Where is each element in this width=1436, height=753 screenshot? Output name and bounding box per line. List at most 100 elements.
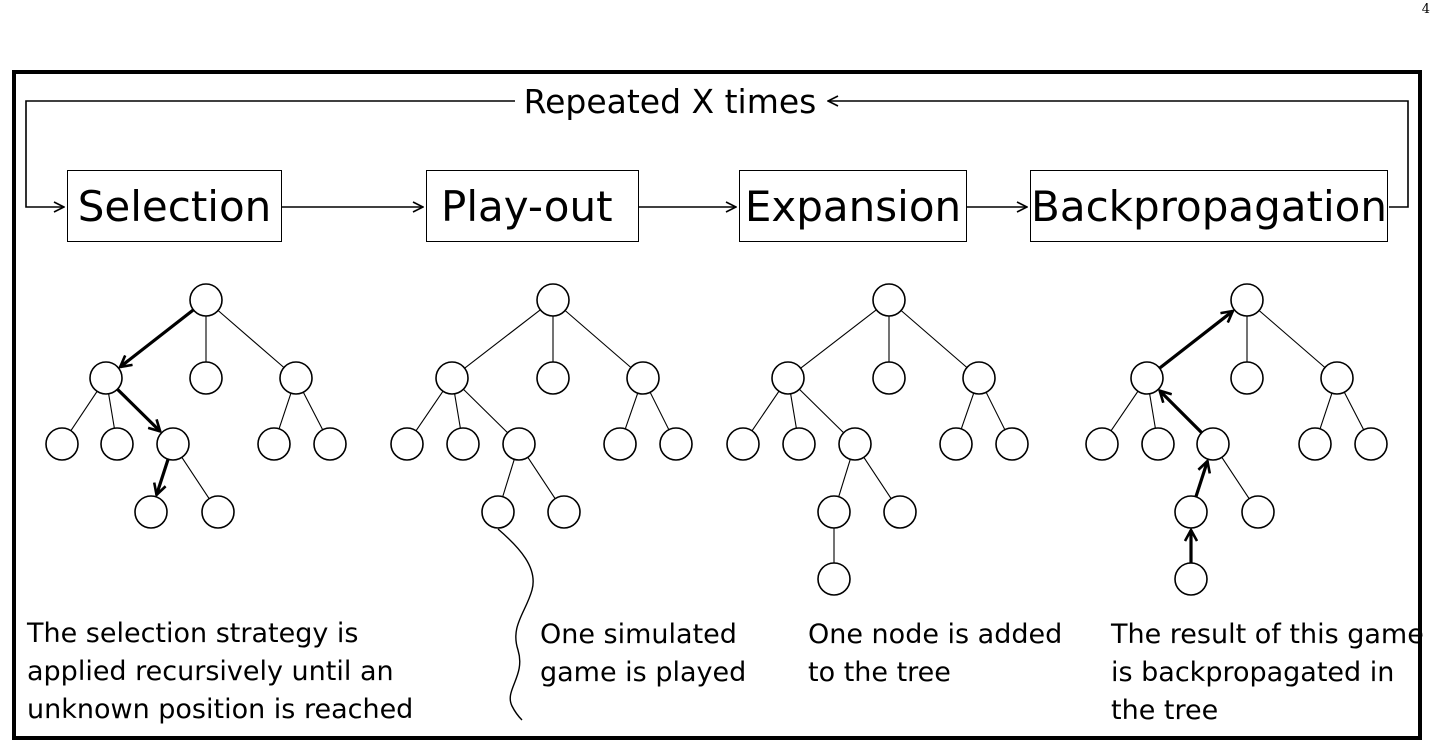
tree-selection-node (156, 427, 190, 461)
tree-expansion-edge (799, 388, 844, 434)
caption-playout-line-1: One simulated (540, 619, 737, 650)
tree-playout-node (547, 495, 581, 529)
tree-playout-node (481, 495, 515, 529)
tree-selection-edge (278, 393, 292, 429)
stage-playout: Play-out (426, 170, 639, 242)
tree-backpropagation-node (1320, 361, 1354, 395)
tree-playout-node (536, 283, 570, 317)
tree-expansion-node (872, 361, 906, 395)
tree-selection-path-arrow (116, 388, 160, 431)
tree-playout-node (659, 427, 693, 461)
tree-selection-edge (181, 457, 210, 499)
caption-selection-line-2: applied recursively until an (27, 656, 394, 687)
caption-backpropagation-line-1: The result of this game (1111, 619, 1424, 650)
tree-selection-path-arrow (120, 308, 195, 367)
tree-selection-edge (70, 391, 98, 431)
tree-selection-node (189, 283, 223, 317)
repeat-loop-connector (25, 100, 1409, 207)
tree-expansion-node (939, 427, 973, 461)
tree-playout-edge (624, 392, 639, 430)
tree-backpropagation-node (1130, 361, 1164, 395)
tree-expansion-edge (960, 392, 975, 430)
tree-expansion (726, 283, 1029, 596)
caption-playout-line-2: game is played (540, 657, 747, 688)
tree-backpropagation-node (1230, 283, 1264, 317)
tree-playout-edge (415, 390, 444, 432)
tree-expansion-node (782, 427, 816, 461)
tree-selection-node (100, 427, 134, 461)
loop-to-selection-arrow (25, 100, 515, 207)
tree-backpropagation-path-arrow (1160, 391, 1203, 434)
tree-expansion-edge (900, 310, 968, 368)
tree-playout-edge (454, 393, 461, 429)
tree-expansion-edge (751, 390, 780, 432)
tree-playout-node (536, 361, 570, 395)
tree-selection-edge (217, 310, 285, 368)
tree-expansion-node (817, 495, 851, 529)
tree-backpropagation-node (1241, 495, 1275, 529)
tree-expansion-node (872, 283, 906, 317)
caption-expansion-line-1: One node is added (808, 619, 1063, 650)
tree-expansion-node (962, 361, 996, 395)
tree-expansion-edge (838, 459, 851, 497)
caption-playout: One simulated game is played (540, 616, 746, 692)
tree-playout-edge (463, 388, 508, 434)
tree-backpropagation-node (1174, 495, 1208, 529)
tree-selection-node (257, 427, 291, 461)
tree-playout-edge (502, 459, 515, 497)
stage-selection: Selection (67, 170, 282, 242)
tree-backpropagation (1085, 283, 1388, 596)
tree-playout-edge (564, 310, 632, 368)
tree-backpropagation-node (1298, 427, 1332, 461)
tree-selection-node (189, 361, 223, 395)
tree-selection-node (201, 495, 235, 529)
tree-expansion-node (726, 427, 760, 461)
caption-selection: The selection strategy is applied recurs… (27, 615, 413, 729)
tree-expansion-edge (863, 457, 892, 499)
tree-expansion-edge (790, 393, 797, 429)
tree-playout (390, 283, 693, 529)
tree-expansion-node (838, 427, 872, 461)
tree-selection-node (279, 361, 313, 395)
tree-selection-edge (302, 391, 324, 431)
tree-selection-node (134, 495, 168, 529)
caption-selection-line-1: The selection strategy is (27, 618, 359, 649)
stage-expansion: Expansion (739, 170, 967, 242)
tree-selection-node (313, 427, 347, 461)
tree-selection-edge (108, 393, 115, 429)
tree-backpropagation-edge (1343, 391, 1365, 431)
tree-selection (45, 283, 347, 529)
stage-backpropagation: Backpropagation (1030, 170, 1388, 242)
tree-backpropagation-node (1141, 427, 1175, 461)
tree-selection-node (45, 427, 79, 461)
tree-expansion-edge (800, 309, 877, 369)
tree-backpropagation-path-arrow (1158, 311, 1233, 370)
caption-expansion-line-2: to the tree (808, 657, 951, 688)
tree-playout-node (446, 427, 480, 461)
tree-backpropagation-node (1196, 427, 1230, 461)
tree-playout-node (435, 361, 469, 395)
tree-backpropagation-edge (1258, 310, 1326, 368)
diagram-frame (12, 70, 1422, 740)
tree-backpropagation-node (1230, 361, 1264, 395)
caption-selection-line-3: unknown position is reached (27, 694, 414, 725)
tree-expansion-node (883, 495, 917, 529)
tree-backpropagation-node (1354, 427, 1388, 461)
tree-expansion-node (771, 361, 805, 395)
tree-playout-edge (464, 309, 541, 369)
playout-simulation-squiggle (497, 528, 534, 721)
tree-backpropagation-edge (1319, 393, 1333, 429)
tree-selection-path-arrow (157, 458, 170, 495)
tree-backpropagation-path-arrow (1194, 461, 1208, 498)
tree-playout-node (626, 361, 660, 395)
tree-playout-edge (649, 392, 670, 430)
caption-backpropagation: The result of this game is backpropagate… (1111, 616, 1424, 730)
tree-backpropagation-node (1174, 562, 1208, 596)
tree-backpropagation-edge (1149, 393, 1156, 429)
caption-backpropagation-line-3: the tree (1111, 695, 1219, 726)
tree-playout-node (603, 427, 637, 461)
tree-playout-edge (527, 457, 556, 499)
page-number: 4 (1421, 2, 1430, 17)
tree-expansion-node (817, 562, 851, 596)
